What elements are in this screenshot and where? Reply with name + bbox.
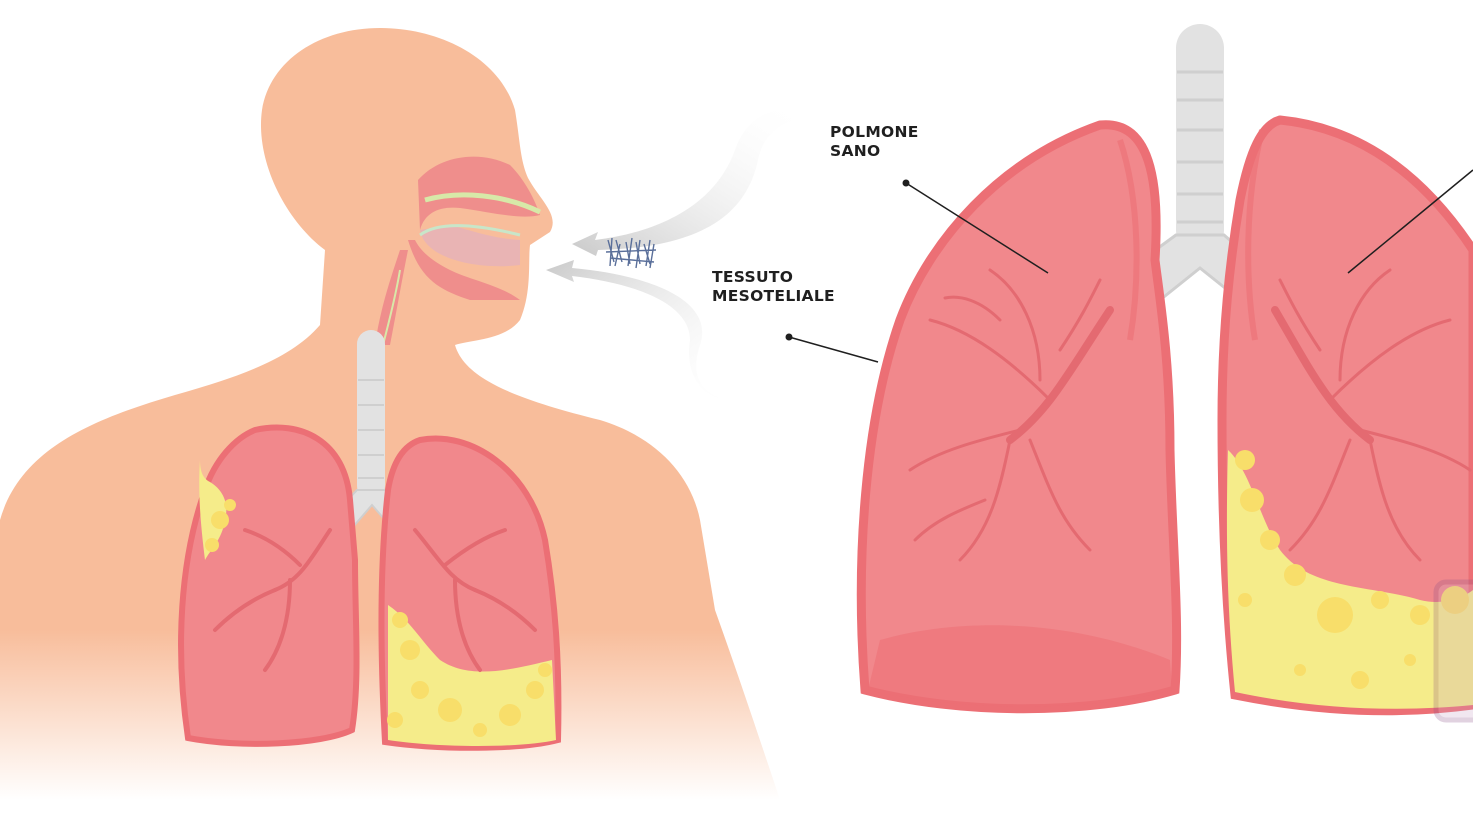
mesothelial-tissue-label-line2: MESOTELIALE <box>712 287 835 306</box>
mesothelial-tissue-label: TESSUTO MESOTELIALE <box>712 268 835 306</box>
healthy-lung-label: POLMONE SANO <box>830 123 919 161</box>
inhale-arrow-lower <box>546 260 740 404</box>
inhale-arrow-upper <box>572 109 810 256</box>
mesothelial-tissue-label-line1: TESSUTO <box>712 268 835 287</box>
large-lung-healthy <box>861 125 1176 709</box>
zoom-highlight-box <box>1436 582 1473 720</box>
healthy-lung-label-line2: SANO <box>830 142 919 161</box>
healthy-lung-label-line1: POLMONE <box>830 123 919 142</box>
